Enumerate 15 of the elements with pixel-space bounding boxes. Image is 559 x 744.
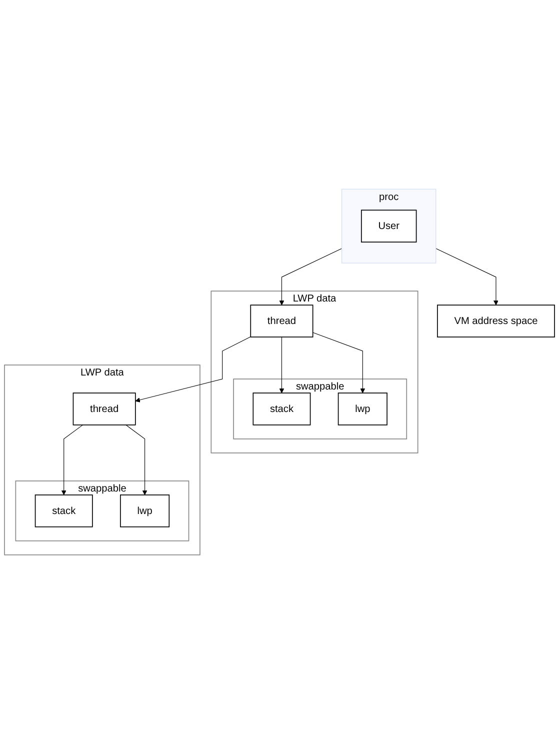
node-box: User bbox=[360, 210, 417, 242]
arrow bbox=[135, 336, 251, 402]
node-box: thread bbox=[72, 392, 136, 426]
arrow bbox=[61, 424, 84, 496]
arrow bbox=[312, 332, 366, 394]
arrow bbox=[126, 424, 148, 496]
node-box: lwp bbox=[338, 392, 388, 426]
arrow bbox=[279, 336, 284, 394]
node-box: stack bbox=[34, 494, 93, 528]
arrow bbox=[279, 248, 342, 306]
node-box: stack bbox=[252, 392, 311, 426]
node-box: VM address space bbox=[437, 304, 555, 338]
node-box: lwp bbox=[120, 494, 170, 528]
arrow bbox=[436, 248, 498, 306]
node-box: thread bbox=[250, 304, 314, 338]
